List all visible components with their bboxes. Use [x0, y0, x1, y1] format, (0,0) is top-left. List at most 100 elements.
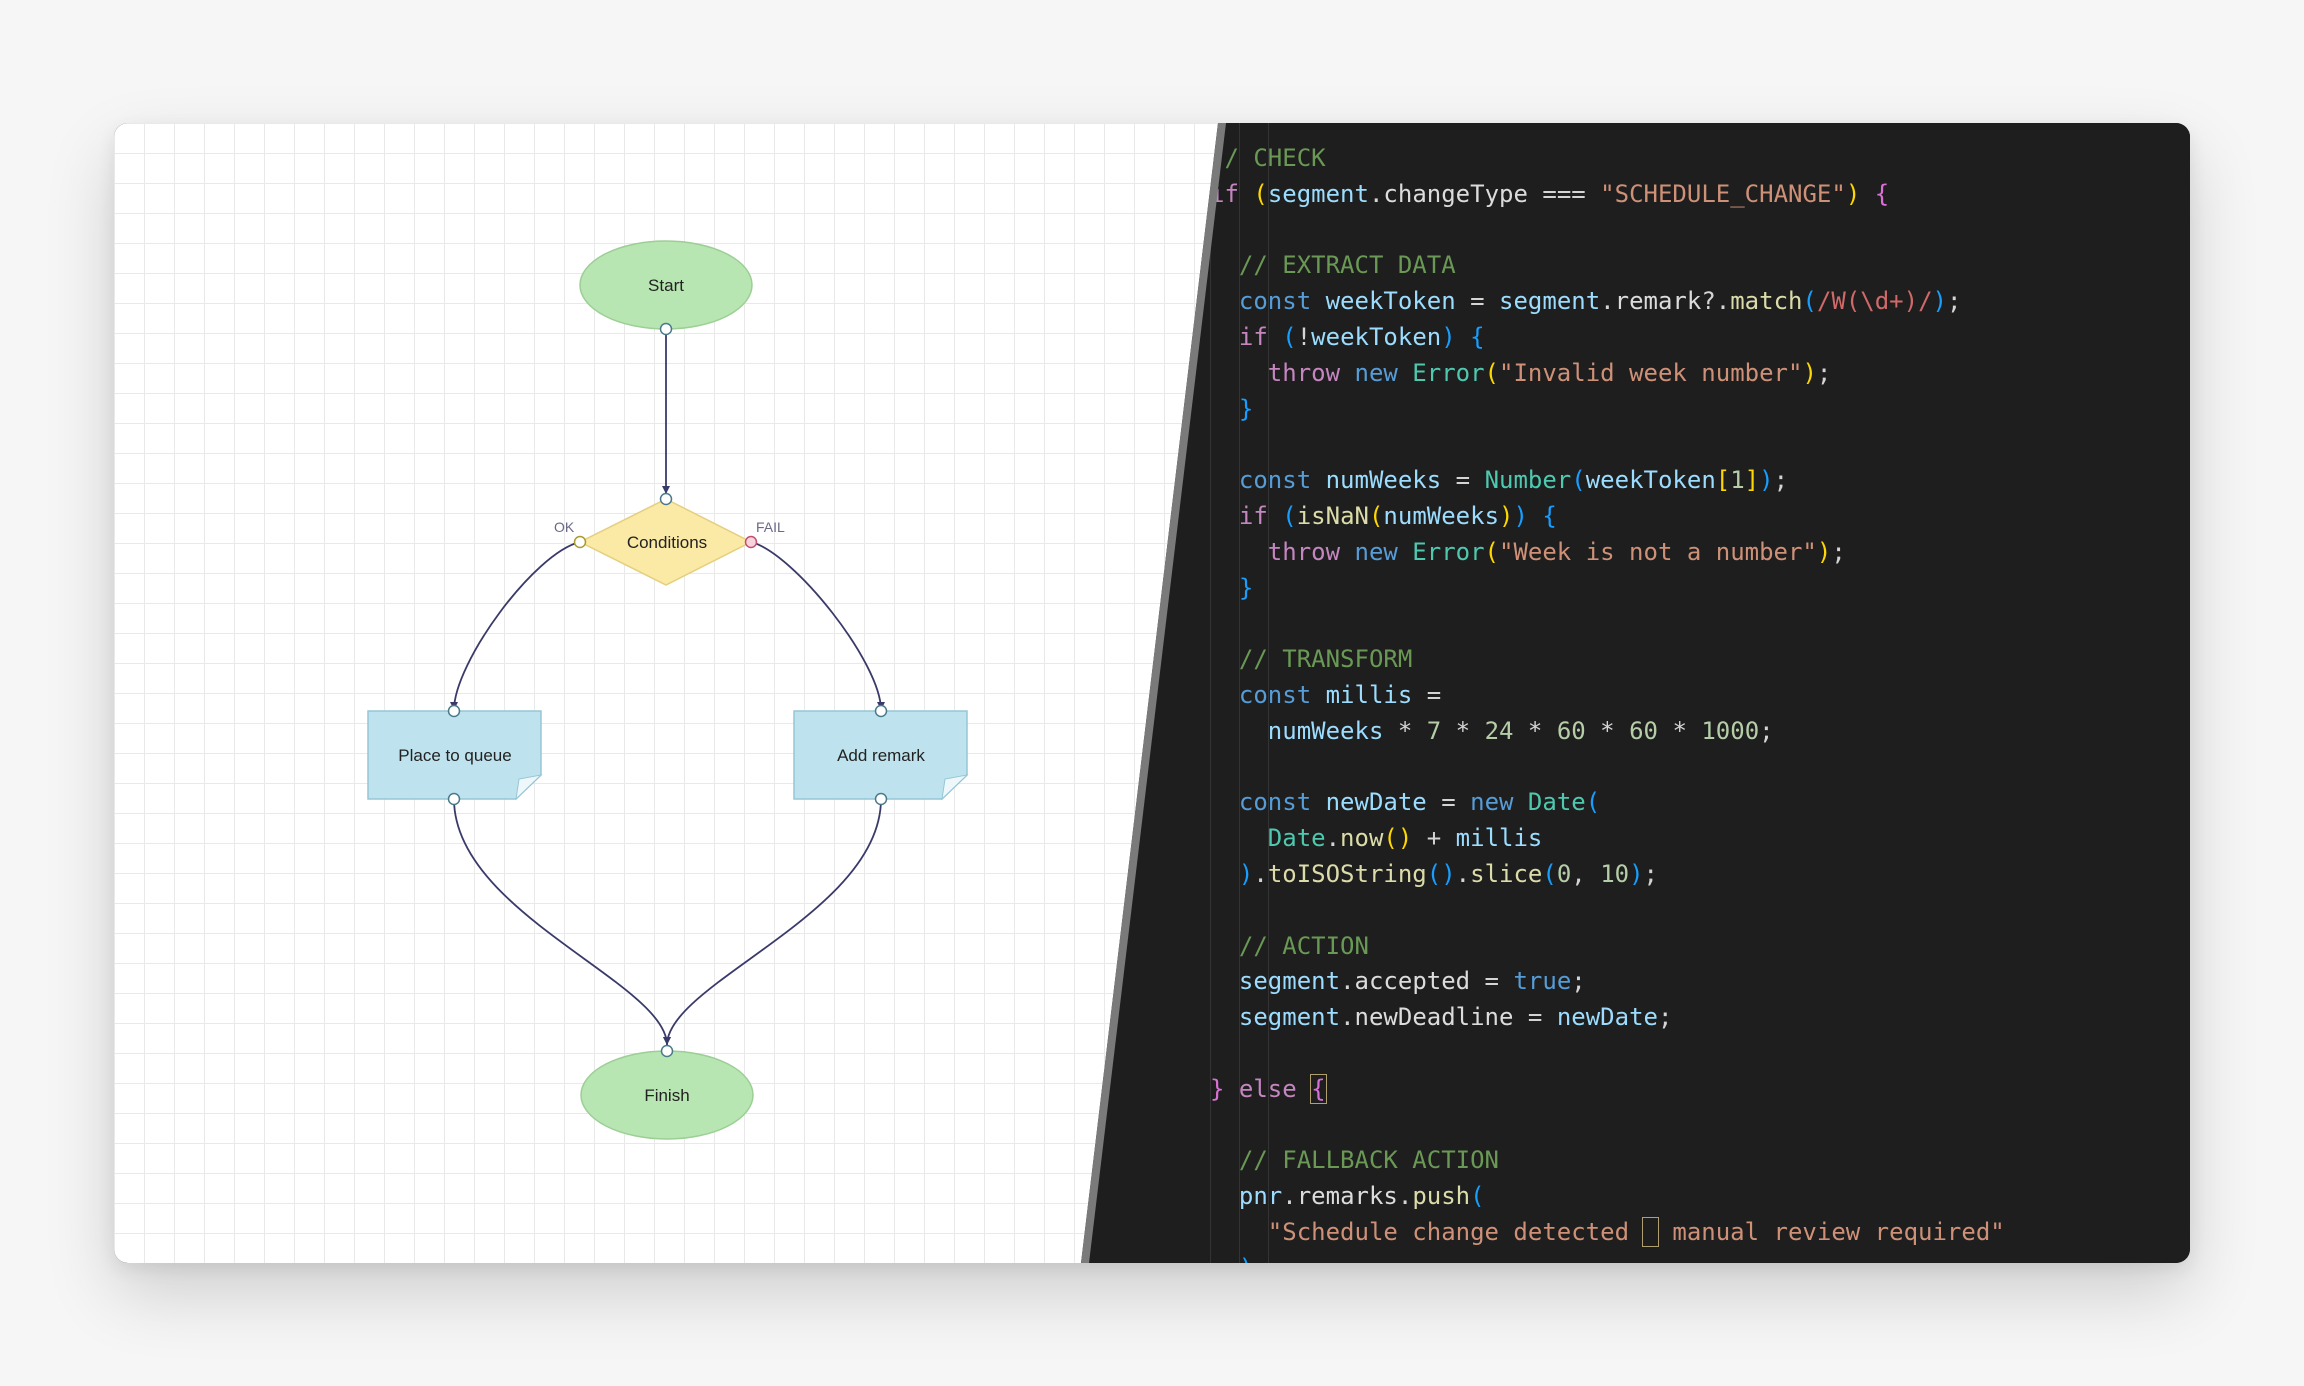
code-token: (: [1484, 537, 1499, 566]
code-token: =: [1412, 680, 1442, 709]
code-token: [1210, 323, 1239, 351]
code-token: ): [1759, 466, 1774, 495]
code-token: ): [1499, 501, 1514, 530]
edge-conditions-queue[interactable]: [450, 541, 581, 711]
finish-node[interactable]: Finish: [580, 1050, 754, 1140]
code-token: slice: [1470, 859, 1543, 888]
code-token: (: [1802, 287, 1817, 316]
code-token: [1210, 932, 1239, 960]
code-token: ;: [1759, 716, 1774, 745]
code-token: isNaN: [1296, 501, 1369, 530]
code-token: manual review required": [1657, 1217, 2005, 1246]
edge-remark-finish[interactable]: [663, 798, 882, 1046]
code-token: [1210, 1182, 1239, 1210]
code-token: // EXTRACT DATA: [1238, 251, 1456, 280]
port-handle[interactable]: [874, 792, 888, 806]
code-token: // CHECK: [1210, 144, 1326, 172]
code-token: ): [1816, 537, 1832, 566]
code-line: [1210, 213, 2005, 249]
flowchart: Start Conditions OK FAIL Place to queue …: [367, 240, 969, 1140]
edge-label-ok: OK: [554, 519, 575, 535]
code-token: [1210, 466, 1239, 494]
code-line: if (!weekToken) {: [1210, 320, 2005, 356]
code-token: // ACTION: [1238, 931, 1369, 960]
code-line: pnr.remarks.push(: [1210, 1179, 2005, 1215]
edge-conditions-remark[interactable]: [750, 541, 885, 711]
code-line: Date.now() + millis: [1210, 821, 2005, 857]
code-token: +: [1412, 824, 1456, 853]
start-node[interactable]: Start: [579, 240, 753, 330]
conditions-node[interactable]: Conditions: [578, 498, 753, 586]
code-token: {: [1542, 501, 1557, 530]
code-token: Date: [1267, 824, 1326, 853]
code-token: [1860, 180, 1874, 208]
code-token: [1210, 359, 1268, 387]
queue-node[interactable]: Place to queue: [367, 710, 543, 801]
port-handle[interactable]: [447, 792, 461, 806]
code-token: [1210, 287, 1239, 315]
queue-label: Place to queue: [398, 746, 511, 765]
code-token: numWeeks: [1383, 501, 1500, 530]
edge-queue-finish[interactable]: [453, 798, 671, 1046]
code-token: [1210, 860, 1239, 888]
port-handle[interactable]: [660, 1044, 674, 1058]
code-line: }: [1210, 571, 2005, 607]
code-token: /W(\d+)/: [1816, 287, 1933, 316]
code-line: [1210, 1036, 2005, 1072]
code-token: }: [1238, 573, 1254, 602]
code-token: [1456, 323, 1470, 351]
code-line: const newDate = new Date(: [1210, 785, 2005, 821]
code-token: match: [1730, 287, 1803, 316]
port-handle[interactable]: [659, 322, 673, 336]
code-token: [1210, 502, 1239, 530]
code-token: weekToken: [1311, 322, 1442, 351]
code-token: (: [1282, 501, 1297, 530]
code-token: weekToken: [1325, 287, 1456, 316]
code-token: (: [1470, 1182, 1485, 1211]
code-token: 1000: [1701, 716, 1760, 745]
code-token: numWeeks: [1267, 716, 1384, 745]
diagram-canvas[interactable]: Start Conditions OK FAIL Place to queue …: [114, 123, 1218, 1263]
code-line: [1210, 427, 2005, 463]
code-line: throw new Error("Invalid week number");: [1210, 356, 2005, 392]
code-token: segment: [1499, 287, 1601, 316]
code-line: [1210, 1108, 2005, 1144]
code-token: // FALLBACK ACTION: [1238, 1146, 1499, 1175]
code-line: numWeeks * 7 * 24 * 60 * 60 * 1000;: [1210, 714, 2005, 750]
code-token: ,: [1571, 859, 1601, 888]
code-line: [1210, 750, 2005, 786]
port-handle[interactable]: [659, 492, 673, 506]
code-token: ;: [1816, 358, 1832, 387]
code-token: (: [1542, 859, 1557, 888]
code-token: ;: [1831, 537, 1846, 566]
code-token: toISOString: [1267, 859, 1427, 888]
code-token: (: [1282, 322, 1297, 351]
code-token: [1642, 1216, 1659, 1247]
remark-node[interactable]: Add remark: [793, 710, 969, 801]
port-handle[interactable]: [447, 704, 461, 718]
code-token: [1210, 681, 1239, 709]
code-token: millis: [1325, 680, 1413, 709]
code-line: // EXTRACT DATA: [1210, 248, 2005, 284]
code-token: millis: [1455, 824, 1543, 853]
port-handle[interactable]: [744, 535, 758, 549]
port-handle[interactable]: [573, 535, 587, 549]
code-token: ): [1845, 179, 1861, 208]
code-token: now: [1340, 824, 1384, 853]
code-token: [1210, 1218, 1268, 1246]
code-token: (: [1253, 179, 1268, 208]
code-token: ?.: [1701, 287, 1731, 316]
code-token: true: [1513, 967, 1572, 996]
port-handle[interactable]: [874, 704, 888, 718]
indent-guide: [1239, 123, 1240, 1263]
code-token: "Schedule change detected: [1267, 1217, 1644, 1246]
code-line: segment.accepted = true;: [1210, 964, 2005, 1000]
code-token: const: [1238, 466, 1326, 495]
code-token: [1210, 717, 1268, 745]
code-token: "Week is not a number": [1499, 537, 1817, 566]
code-token: "Invalid week number": [1499, 358, 1803, 387]
code-line: } else {: [1210, 1072, 2005, 1108]
code-token: ;: [1946, 287, 1962, 316]
code-token: 1: [1730, 466, 1745, 495]
